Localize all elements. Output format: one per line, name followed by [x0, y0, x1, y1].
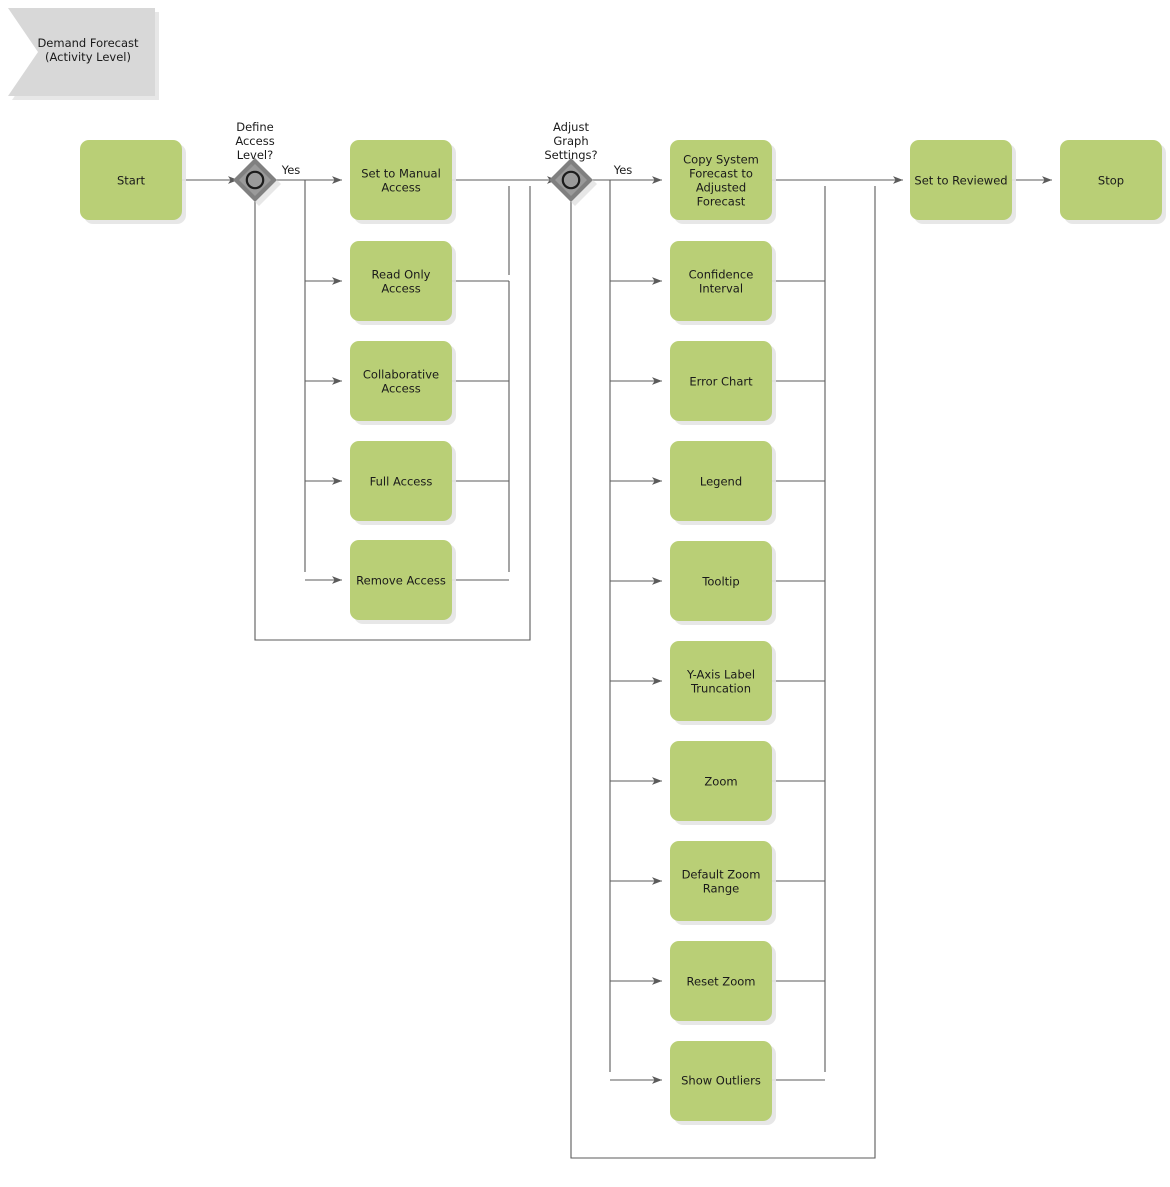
node-branch2-activity[interactable]: Legend [670, 441, 772, 521]
stop-label: Stop [1098, 174, 1124, 188]
activity-label-line-2: Access [381, 282, 420, 296]
activity-box-shape [670, 741, 772, 821]
activity-box-shape [670, 341, 772, 421]
node-branch2-activity[interactable]: Default Zoom Range [670, 841, 772, 921]
activity-label-line-2: Range [703, 882, 739, 896]
start-box-shape [80, 140, 182, 220]
activity-label-line-1: Confidence [689, 268, 754, 282]
node-branch1-activity[interactable]: Set to Manual Access [350, 140, 452, 220]
decision1-circle-marker [245, 170, 265, 190]
activity-label-line-2: Truncation [690, 682, 751, 696]
activity-box-shape [350, 341, 452, 421]
title-line-2: (Activity Level) [45, 50, 131, 64]
activity-box-shape [670, 441, 772, 521]
title-line-1: Demand Forecast [37, 36, 139, 50]
edge-decision2-no-bypass [570, 186, 876, 1159]
activity-box-shape [350, 540, 452, 620]
diagram-title-banner [8, 8, 155, 96]
node-start[interactable]: Start [80, 140, 182, 220]
node-set-to-reviewed[interactable]: Set to Reviewed [910, 140, 1012, 220]
activity-label-line-1: Legend [700, 475, 742, 489]
activity-label-line-1: Show Outliers [681, 1074, 761, 1088]
decision2-question-line-2: Graph [553, 134, 588, 148]
decision2-question-line-1: Adjust [553, 120, 589, 134]
activity-label-line-1: Copy System [683, 153, 759, 167]
node-branch2-activity[interactable]: Confidence Interval [670, 241, 772, 321]
set-reviewed-box-shape [910, 140, 1012, 220]
decision-adjust-graph-settings[interactable] [549, 158, 593, 202]
decision2-question-line-3: Settings? [544, 148, 597, 162]
activity-label-line-1: Zoom [704, 775, 737, 789]
node-branch2-activity[interactable]: Zoom [670, 741, 772, 821]
node-stop[interactable]: Stop [1060, 140, 1162, 220]
set-reviewed-label: Set to Reviewed [914, 174, 1007, 188]
node-branch2-activity[interactable]: Copy System Forecast to Adjusted Forecas… [670, 140, 772, 220]
activity-box-shape [350, 441, 452, 521]
decision2-yes-label: Yes [613, 163, 633, 177]
edges-layer [182, 176, 1052, 1159]
activity-label-line-1: Set to Manual [361, 167, 441, 181]
activity-box-shape [670, 140, 772, 220]
decision1-question-line-2: Access [235, 134, 274, 148]
activity-label-line-2: Access [381, 181, 420, 195]
activity-box-shape [670, 641, 772, 721]
activity-label-line-2: Access [381, 382, 420, 396]
decision-define-access-level[interactable] [233, 158, 277, 202]
activity-box-shape [670, 1041, 772, 1121]
activity-label-line-1: Remove Access [356, 574, 446, 588]
activity-box-shape [670, 841, 772, 921]
activity-label-line-4: Forecast [697, 195, 746, 209]
node-branch1-activity[interactable]: Remove Access [350, 540, 452, 620]
activity-label-line-2: Forecast to [689, 167, 753, 181]
edge-decision1-no-bypass [254, 186, 531, 641]
node-branch1-activity[interactable]: Collaborative Access [350, 341, 452, 421]
node-branch1-activity[interactable]: Read Only Access [350, 241, 452, 321]
activity-box-shape [670, 941, 772, 1021]
activity-box-shape [670, 241, 772, 321]
start-label: Start [117, 174, 146, 188]
node-branch2-activity[interactable]: Show Outliers [670, 1041, 772, 1121]
decision1-question-line-1: Define [236, 120, 274, 134]
activity-box-shape [670, 541, 772, 621]
activity-box-shape [350, 241, 452, 321]
activity-label-line-1: Collaborative [363, 368, 439, 382]
activity-label-line-1: Read Only [372, 268, 431, 282]
decision1-yes-label: Yes [281, 163, 301, 177]
stop-box-shape [1060, 140, 1162, 220]
node-branch1-activity[interactable]: Full Access [350, 441, 452, 521]
activity-label-line-3: Adjusted [696, 181, 746, 195]
activity-label-line-2: Interval [699, 282, 743, 296]
node-branch2-activity[interactable]: Tooltip [670, 541, 772, 621]
decision1-question-line-3: Level? [237, 148, 273, 162]
node-branch2-activity[interactable]: Reset Zoom [670, 941, 772, 1021]
activity-box-shape [350, 140, 452, 220]
node-branch2-activity[interactable]: Error Chart [670, 341, 772, 421]
activity-label-line-1: Tooltip [701, 575, 739, 589]
node-branch2-activity[interactable]: Y-Axis Label Truncation [670, 641, 772, 721]
activity-label-line-1: Y-Axis Label [686, 668, 755, 682]
activity-label-line-1: Full Access [370, 475, 433, 489]
activity-label-line-1: Default Zoom [682, 868, 761, 882]
decision2-circle-marker [561, 170, 581, 190]
title-chevron-shape [8, 8, 155, 96]
activity-label-line-1: Reset Zoom [687, 975, 756, 989]
activity-label-line-1: Error Chart [689, 375, 753, 389]
